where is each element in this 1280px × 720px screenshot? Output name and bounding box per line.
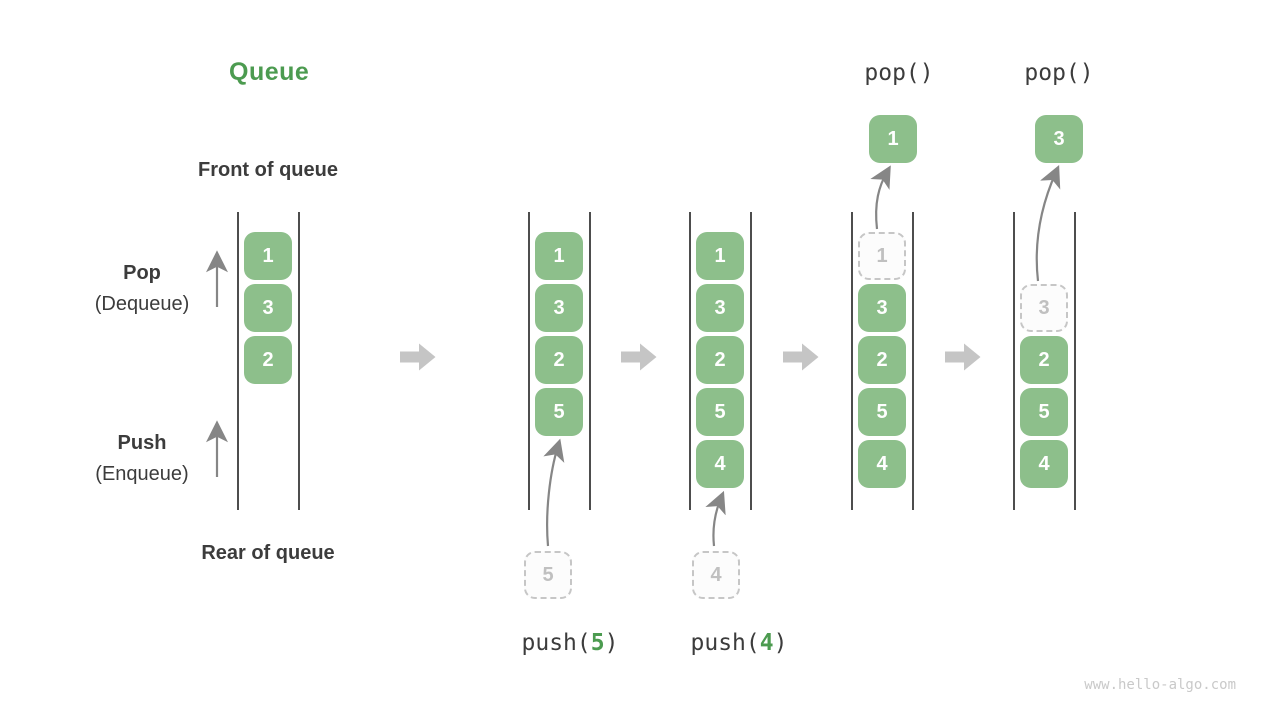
- queue-element: 5: [1020, 388, 1068, 436]
- queue-wall-line: [689, 212, 691, 510]
- dequeued-element-ghost: 1: [858, 232, 906, 280]
- queue-element: 5: [858, 388, 906, 436]
- push-operation-label: push(4): [619, 630, 859, 656]
- queue-element: 3: [244, 284, 292, 332]
- pop-dequeue-caption: Pop (Dequeue): [60, 262, 224, 315]
- state-transition-arrow-icon: [945, 342, 982, 372]
- push-call-text: push(: [521, 630, 591, 656]
- queue-element: 2: [1020, 336, 1068, 384]
- queue-wall-line: [1013, 212, 1015, 510]
- queue-element: 2: [858, 336, 906, 384]
- queue-element: 1: [535, 232, 583, 280]
- queue-wall-line: [851, 212, 853, 510]
- enqueue-label: (Enqueue): [95, 463, 189, 485]
- push-label: Push: [117, 432, 167, 454]
- queue-element: 2: [696, 336, 744, 384]
- front-of-queue-label: Front of queue: [198, 159, 338, 181]
- queue-element: 1: [696, 232, 744, 280]
- popped-element: 1: [869, 115, 917, 163]
- dequeue-1-arrow-icon: [870, 165, 891, 230]
- push-call-close: ): [773, 630, 788, 656]
- staged-element-to-push: 4: [692, 551, 740, 599]
- queue-element: 2: [535, 336, 583, 384]
- queue-wall-line: [1074, 212, 1076, 510]
- queue-wall-line: [589, 212, 591, 510]
- dequeued-element-ghost: 3: [1020, 284, 1068, 332]
- push-argument: 5: [590, 630, 605, 656]
- queue-element: 4: [696, 440, 744, 488]
- enqueue-4-arrow-icon: [705, 490, 726, 547]
- queue-element: 5: [535, 388, 583, 436]
- state-transition-arrow-icon: [621, 342, 658, 372]
- queue-element: 4: [858, 440, 906, 488]
- pop-operation-label: pop(): [864, 60, 934, 86]
- push-operation-label: push(5): [450, 630, 690, 656]
- watermark: www.hello-algo.com: [1084, 677, 1236, 693]
- queue-element: 5: [696, 388, 744, 436]
- pop-operation-label: pop(): [1024, 60, 1094, 86]
- queue-wall-line: [750, 212, 752, 510]
- queue-wall-line: [298, 212, 300, 510]
- push-call-text: push(: [690, 630, 760, 656]
- queue-element: 1: [244, 232, 292, 280]
- pop-label: Pop: [123, 262, 161, 284]
- queue-element: 4: [1020, 440, 1068, 488]
- enqueue-5-arrow-icon: [543, 438, 565, 547]
- queue-element: 2: [244, 336, 292, 384]
- dequeue-label: (Dequeue): [94, 293, 190, 315]
- queue-wall-line: [528, 212, 530, 510]
- rear-of-queue-label: Rear of queue: [201, 542, 335, 564]
- push-enqueue-caption: Push (Enqueue): [60, 432, 224, 485]
- push-call-close: ): [604, 630, 619, 656]
- queue-wall-line: [912, 212, 914, 510]
- queue-element: 3: [858, 284, 906, 332]
- staged-element-to-push: 5: [524, 551, 572, 599]
- state-transition-arrow-icon: [783, 342, 820, 372]
- state-transition-arrow-icon: [400, 342, 437, 372]
- dequeue-3-arrow-icon: [1035, 164, 1061, 282]
- queue-element: 3: [535, 284, 583, 332]
- popped-element: 3: [1035, 115, 1083, 163]
- queue-element: 3: [696, 284, 744, 332]
- push-argument: 4: [759, 630, 774, 656]
- diagram-title: Queue: [229, 58, 310, 86]
- queue-wall-line: [237, 212, 239, 510]
